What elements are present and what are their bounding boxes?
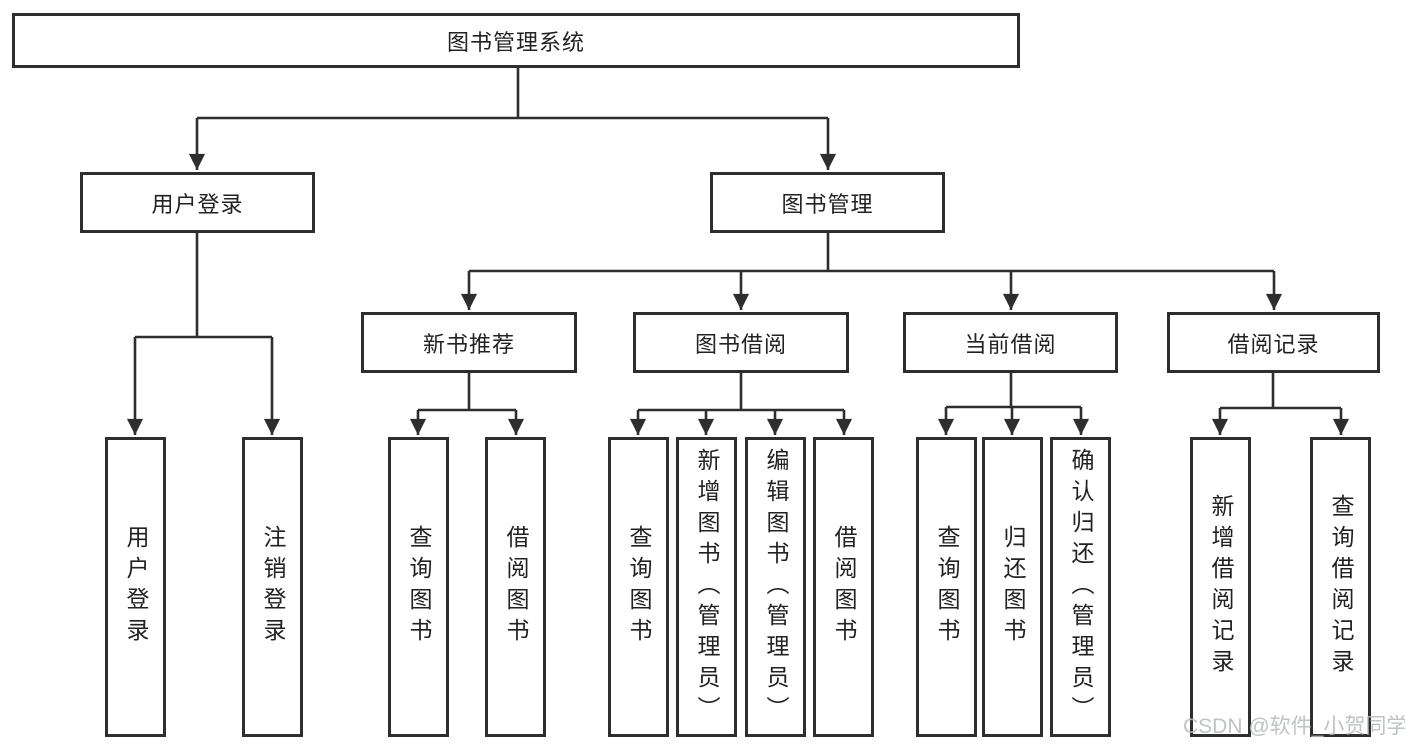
node-root-label: 图书管理系统 <box>446 29 585 55</box>
leaf-add-borrow-record-label: 新增借阅记录 <box>1208 494 1234 680</box>
leaf-query-book-borrow: 查询图书 <box>608 437 669 737</box>
leaf-borrow-book-borrow-label: 借阅图书 <box>831 525 857 649</box>
node-root: 图书管理系统 <box>12 13 1020 68</box>
node-book-management: 图书管理 <box>710 172 945 233</box>
node-book-borrow: 图书借阅 <box>633 312 849 373</box>
leaf-query-book-recommend-label: 查询图书 <box>406 525 432 649</box>
leaf-add-borrow-record: 新增借阅记录 <box>1190 437 1251 737</box>
node-book-borrow-label: 图书借阅 <box>694 331 787 357</box>
leaf-edit-book-admin-label: 编辑图书（管理员） <box>763 447 789 727</box>
node-book-management-label: 图书管理 <box>781 191 874 217</box>
node-user-login: 用户登录 <box>80 172 315 233</box>
leaf-borrow-book-recommend: 借阅图书 <box>485 437 546 737</box>
node-new-book-recommend: 新书推荐 <box>361 312 577 373</box>
leaf-query-borrow-record: 查询借阅记录 <box>1310 437 1371 737</box>
node-user-login-label: 用户登录 <box>151 191 244 217</box>
leaf-return-book: 归还图书 <box>982 437 1043 737</box>
leaf-user-login: 用户登录 <box>105 437 166 737</box>
leaf-borrow-book-borrow: 借阅图书 <box>813 437 874 737</box>
leaf-confirm-return-admin: 确认归还（管理员） <box>1050 437 1111 737</box>
node-borrow-records: 借阅记录 <box>1167 312 1380 373</box>
leaf-logout: 注销登录 <box>242 437 303 737</box>
leaf-add-book-admin: 新增图书（管理员） <box>676 437 737 737</box>
node-current-borrow-label: 当前借阅 <box>964 331 1057 357</box>
node-current-borrow: 当前借阅 <box>903 312 1118 373</box>
csdn-watermark: CSDN @软件_小贺同学 <box>1183 715 1405 738</box>
leaf-edit-book-admin: 编辑图书（管理员） <box>745 437 806 737</box>
leaf-add-book-admin-label: 新增图书（管理员） <box>694 447 720 727</box>
leaf-query-borrow-record-label: 查询借阅记录 <box>1328 494 1354 680</box>
leaf-borrow-book-recommend-label: 借阅图书 <box>503 525 529 649</box>
node-borrow-records-label: 借阅记录 <box>1227 331 1320 357</box>
leaf-query-book-current-label: 查询图书 <box>934 525 960 649</box>
node-new-book-recommend-label: 新书推荐 <box>422 331 515 357</box>
leaf-logout-label: 注销登录 <box>260 525 286 649</box>
leaf-query-book-borrow-label: 查询图书 <box>626 525 652 649</box>
leaf-query-book-recommend: 查询图书 <box>388 437 449 737</box>
leaf-return-book-label: 归还图书 <box>1000 525 1026 649</box>
leaf-confirm-return-admin-label: 确认归还（管理员） <box>1068 447 1094 727</box>
leaf-query-book-current: 查询图书 <box>916 437 977 737</box>
leaf-user-login-label: 用户登录 <box>123 525 149 649</box>
